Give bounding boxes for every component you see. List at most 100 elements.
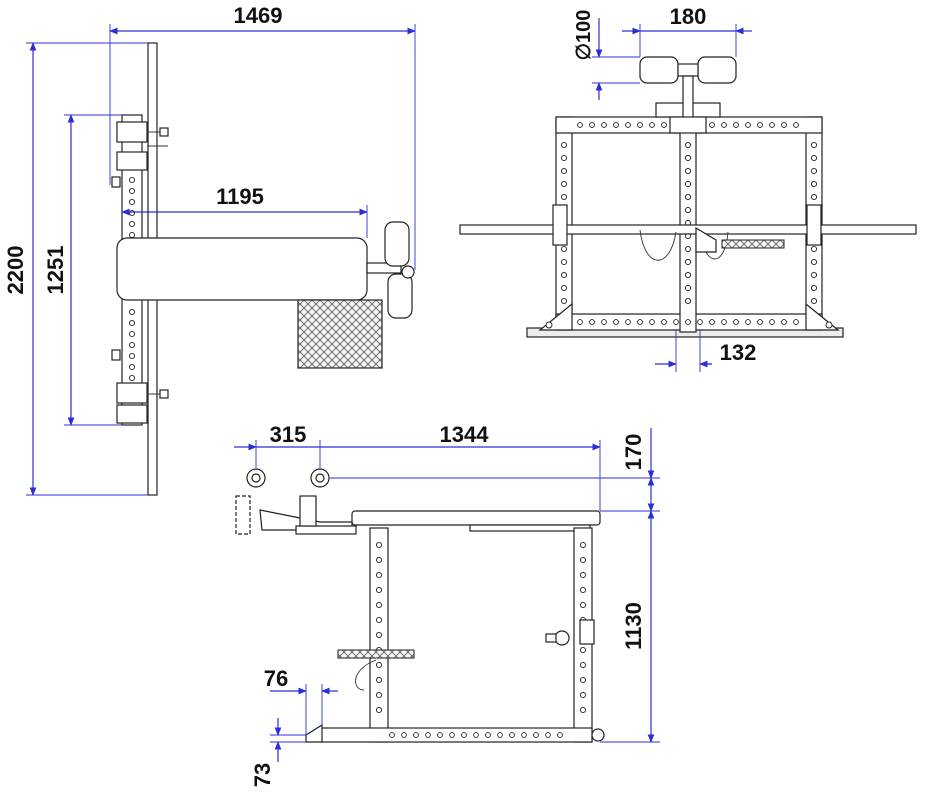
perforation-hole (128, 187, 136, 195)
perforation-hole (461, 732, 467, 738)
perforation-hole (684, 271, 692, 279)
perforation-hole (128, 330, 136, 338)
front-view-left-collar (552, 204, 568, 246)
perforation-hole (128, 363, 136, 371)
perforation-hole (509, 732, 515, 738)
perforation-hole (375, 541, 383, 549)
perforation-hole (637, 319, 643, 325)
dim-foot-height: 73 (250, 763, 275, 787)
perforation-hole (685, 319, 691, 325)
perforation-hole (560, 297, 568, 305)
perforation-hole (389, 732, 395, 738)
front-view-right-collar (806, 204, 822, 246)
top-view-foot-plate (297, 299, 383, 369)
perforation-hole (579, 646, 587, 654)
perforation-hole (579, 586, 587, 594)
perforation-hole (684, 206, 692, 214)
perforation-hole (649, 122, 655, 128)
perforation-hole (781, 319, 787, 325)
perforation-hole (557, 732, 563, 738)
perforation-hole (810, 297, 818, 305)
perforation-hole (413, 732, 419, 738)
perforation-hole (709, 319, 715, 325)
perforation-hole (533, 732, 539, 738)
perforation-hole (673, 319, 679, 325)
dim-bench-depth: 1344 (440, 422, 490, 447)
top-view-roller-lower (387, 273, 413, 319)
perforation-hole (401, 732, 407, 738)
perforation-hole (684, 180, 692, 188)
perforation-hole (375, 571, 383, 579)
perforation-hole (697, 319, 703, 325)
perforation-hole (449, 732, 455, 738)
perforation-hole (810, 271, 818, 279)
perforation-hole (425, 732, 431, 738)
perforation-hole (128, 198, 136, 206)
dim-front-overhang: 315 (270, 422, 307, 447)
perforation-hole (375, 631, 383, 639)
top-view-dimensions: 1469 2200 1251 1195 (3, 3, 416, 496)
dim-diameter: ∅100 (573, 10, 595, 61)
perforation-hole (579, 541, 587, 549)
perforation-hole (375, 601, 383, 609)
perforation-hole (579, 556, 587, 564)
perforation-hole (375, 676, 383, 684)
perforation-hole (579, 601, 587, 609)
perforation-hole (128, 308, 136, 316)
perforation-hole (485, 732, 491, 738)
perforation-hole (545, 732, 551, 738)
perforation-hole (128, 209, 136, 217)
perforation-hole (579, 706, 587, 714)
perforation-hole (625, 122, 631, 128)
perforation-hole (128, 352, 136, 360)
dim-total-height: 2200 (3, 246, 28, 295)
front-view-barbell (459, 224, 917, 235)
perforation-hole (793, 319, 799, 325)
perforation-hole (437, 732, 443, 738)
perforation-hole (810, 154, 818, 162)
perforation-hole (684, 141, 692, 149)
dim-post-offset: 132 (720, 340, 757, 365)
side-view-base-beam (319, 727, 593, 743)
dim-frame-height: 1130 (621, 602, 646, 650)
perforation-hole (128, 231, 136, 239)
perforation-hole (375, 661, 383, 669)
perforation-hole (613, 319, 619, 325)
perforation-hole (579, 691, 587, 699)
perforation-hole (497, 732, 503, 738)
perforation-hole (128, 341, 136, 349)
perforation-hole (579, 676, 587, 684)
front-view-roller-right (697, 56, 737, 84)
perforation-hole (745, 122, 751, 128)
perforation-hole (810, 258, 818, 266)
perforation-hole (721, 319, 727, 325)
perforation-hole (589, 122, 595, 128)
perforation-hole (577, 319, 583, 325)
side-view-holes (375, 541, 587, 738)
perforation-hole (757, 122, 763, 128)
perforation-hole (128, 319, 136, 327)
perforation-hole (733, 319, 739, 325)
perforation-hole (684, 258, 692, 266)
perforation-hole (375, 556, 383, 564)
perforation-hole (560, 180, 568, 188)
side-view (235, 468, 605, 743)
top-view-bench-pad (116, 237, 368, 301)
front-view-dimensions: ∅100 180 132 (573, 4, 756, 372)
perforation-hole (613, 122, 619, 128)
perforation-hole (769, 319, 775, 325)
perforation-hole (810, 141, 818, 149)
perforation-hole (560, 154, 568, 162)
perforation-hole (769, 122, 775, 128)
perforation-hole (560, 167, 568, 175)
top-view-roller-upper (384, 221, 410, 267)
perforation-hole (375, 706, 383, 714)
perforation-hole (810, 245, 818, 253)
side-view-foot-plate (337, 649, 415, 659)
perforation-hole (709, 122, 715, 128)
perforation-hole (721, 122, 727, 128)
perforation-hole (684, 154, 692, 162)
top-view (111, 42, 415, 496)
